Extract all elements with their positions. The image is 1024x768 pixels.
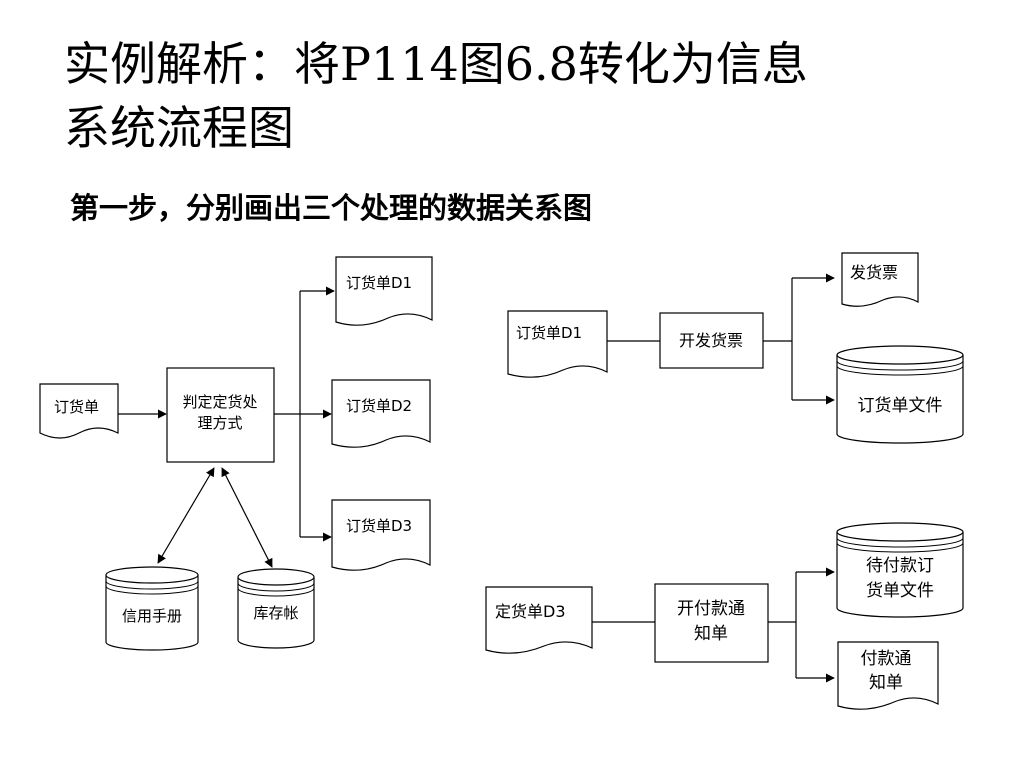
arrow-process-inventory: [221, 467, 273, 568]
process-payment-notice-line-2: 知单: [694, 624, 728, 644]
process-decide-method: 判定定货处 理方式: [166, 367, 275, 463]
store-credit-book-label: 信用手册: [122, 607, 182, 625]
doc-payment-notice-line-1: 付款通: [861, 649, 912, 669]
doc-order-d1-input: 订货单D1: [507, 310, 608, 378]
doc-order-d1-input-label: 订货单D1: [516, 324, 582, 342]
process-payment-notice: 开付款通 知单: [654, 583, 769, 663]
diagram-3: 定货单D3 开付款通 知单 待付款订 货单文件 付款通 知单: [485, 522, 964, 710]
store-credit-book: 信用手册: [105, 566, 199, 651]
page-title-line-1: 实例解析：将P114图6.8转化为信息: [64, 37, 808, 91]
doc-invoice: 发货票: [841, 252, 919, 307]
doc-fixed-order-d3: 定货单D3: [485, 586, 593, 654]
store-inventory-ledger-label: 库存帐: [253, 604, 298, 622]
process-issue-invoice-label: 开发货票: [679, 331, 743, 350]
process-decide-method-line-2: 理方式: [197, 414, 242, 432]
doc-invoice-label: 发货票: [850, 263, 898, 282]
doc-order-input: 订货单: [39, 383, 119, 439]
diagram-2: 订货单D1 开发货票 发货票 订货单文件: [507, 252, 964, 444]
store-inventory-ledger: 库存帐: [237, 568, 315, 649]
store-pending-payment-file-line-1: 待付款订: [866, 556, 934, 576]
doc-order-d3: 订货单D3: [331, 499, 431, 571]
store-pending-payment-file-line-2: 货单文件: [866, 581, 934, 601]
page-title-line-2: 系统流程图: [64, 101, 294, 155]
doc-order-d1: 订货单D1: [335, 256, 433, 326]
arrow-process-credit-book: [157, 467, 215, 564]
doc-payment-notice-line-2: 知单: [869, 673, 903, 693]
process-decide-method-line-1: 判定定货处: [182, 393, 257, 411]
doc-order-input-label: 订货单: [54, 398, 99, 416]
doc-order-d3-label: 订货单D3: [346, 517, 412, 535]
doc-order-d1-label: 订货单D1: [346, 274, 412, 292]
process-issue-invoice: 开发货票: [659, 312, 764, 369]
doc-order-d2-label: 订货单D2: [346, 397, 412, 415]
store-pending-payment-file: 待付款订 货单文件: [836, 522, 964, 618]
subtitle: 第一步，分别画出三个处理的数据关系图: [70, 191, 593, 225]
process-payment-notice-line-1: 开付款通: [677, 599, 745, 619]
store-order-file: 订货单文件: [836, 345, 964, 444]
doc-fixed-order-d3-label: 定货单D3: [495, 602, 566, 621]
doc-payment-notice: 付款通 知单: [837, 641, 939, 710]
diagram-1: 订货单 判定定货处 理方式 订货单D1 订货单D2 订货单D3: [39, 256, 433, 651]
doc-order-d2: 订货单D2: [331, 379, 431, 448]
store-order-file-label: 订货单文件: [858, 396, 943, 416]
